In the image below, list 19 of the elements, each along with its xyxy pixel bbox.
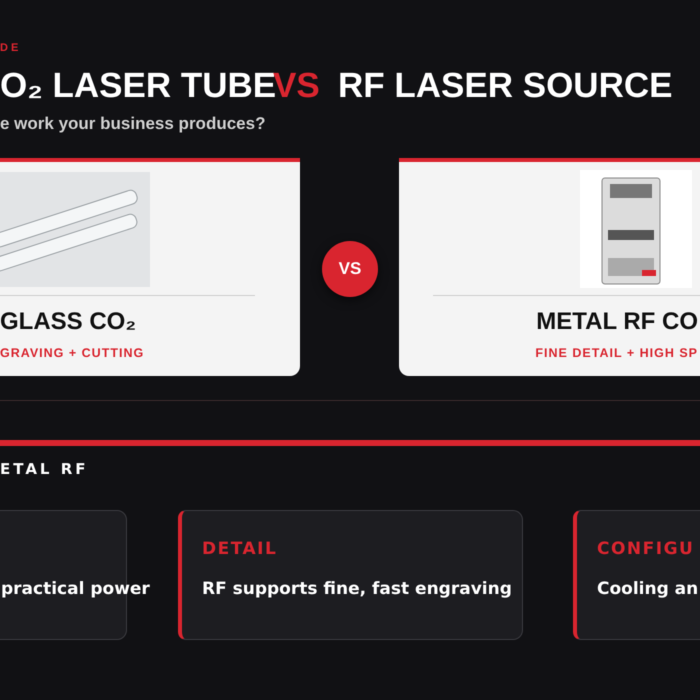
card-heading: CONFIGU xyxy=(597,539,694,559)
card-text: practical power xyxy=(1,579,150,599)
section-heading: ETAL RF xyxy=(0,460,88,478)
eyebrow-text: DE xyxy=(0,42,22,54)
card-title: METAL RF CO xyxy=(536,308,698,336)
card-heading: DETAIL xyxy=(202,539,278,559)
feature-card xyxy=(178,510,523,640)
subtitle-text: e work your business produces? xyxy=(0,114,266,134)
product-card xyxy=(0,162,300,376)
rf-source-picture xyxy=(580,170,692,288)
card-text: Cooling an xyxy=(597,579,698,599)
card-subtitle: FINE DETAIL + HIGH SP xyxy=(535,346,698,360)
product-card xyxy=(399,162,700,376)
feature-card xyxy=(573,510,700,640)
card-subtitle: GRAVING + CUTTING xyxy=(0,346,144,360)
card-title: GLASS CO₂ xyxy=(0,308,136,336)
vs-text: VS xyxy=(338,259,362,279)
title-text: RF LASER SOURCE xyxy=(338,66,672,106)
card-text: RF supports fine, fast engraving xyxy=(202,579,512,599)
